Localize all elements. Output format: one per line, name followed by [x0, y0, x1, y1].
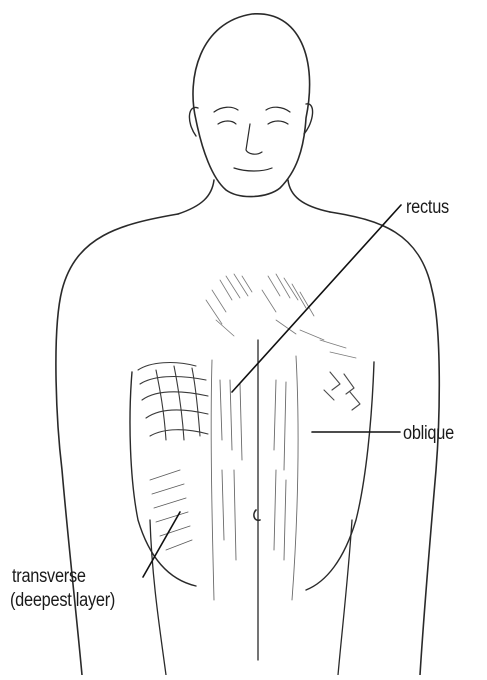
label-transverse: transverse — [12, 566, 86, 588]
rectus-muscle — [211, 356, 298, 600]
label-oblique: oblique — [403, 423, 454, 445]
serratus-marks — [324, 372, 360, 410]
left-hip — [150, 520, 166, 675]
chest-hatching — [206, 274, 356, 358]
transverse-hatching — [150, 470, 192, 550]
ribcage-lines — [138, 363, 208, 440]
right-hip — [338, 520, 352, 675]
navel — [254, 510, 260, 520]
transverse-leader-line — [143, 512, 180, 577]
neck-right — [288, 180, 330, 212]
label-rectus: rectus — [406, 197, 449, 219]
left-torso-side — [130, 372, 196, 586]
right-torso-side — [306, 362, 374, 590]
label-transverse-note: (deepest layer) — [10, 590, 115, 612]
rectus-leader-line — [232, 205, 401, 392]
neck-left — [178, 180, 214, 214]
face-features — [214, 107, 290, 171]
head-outline — [193, 14, 310, 197]
